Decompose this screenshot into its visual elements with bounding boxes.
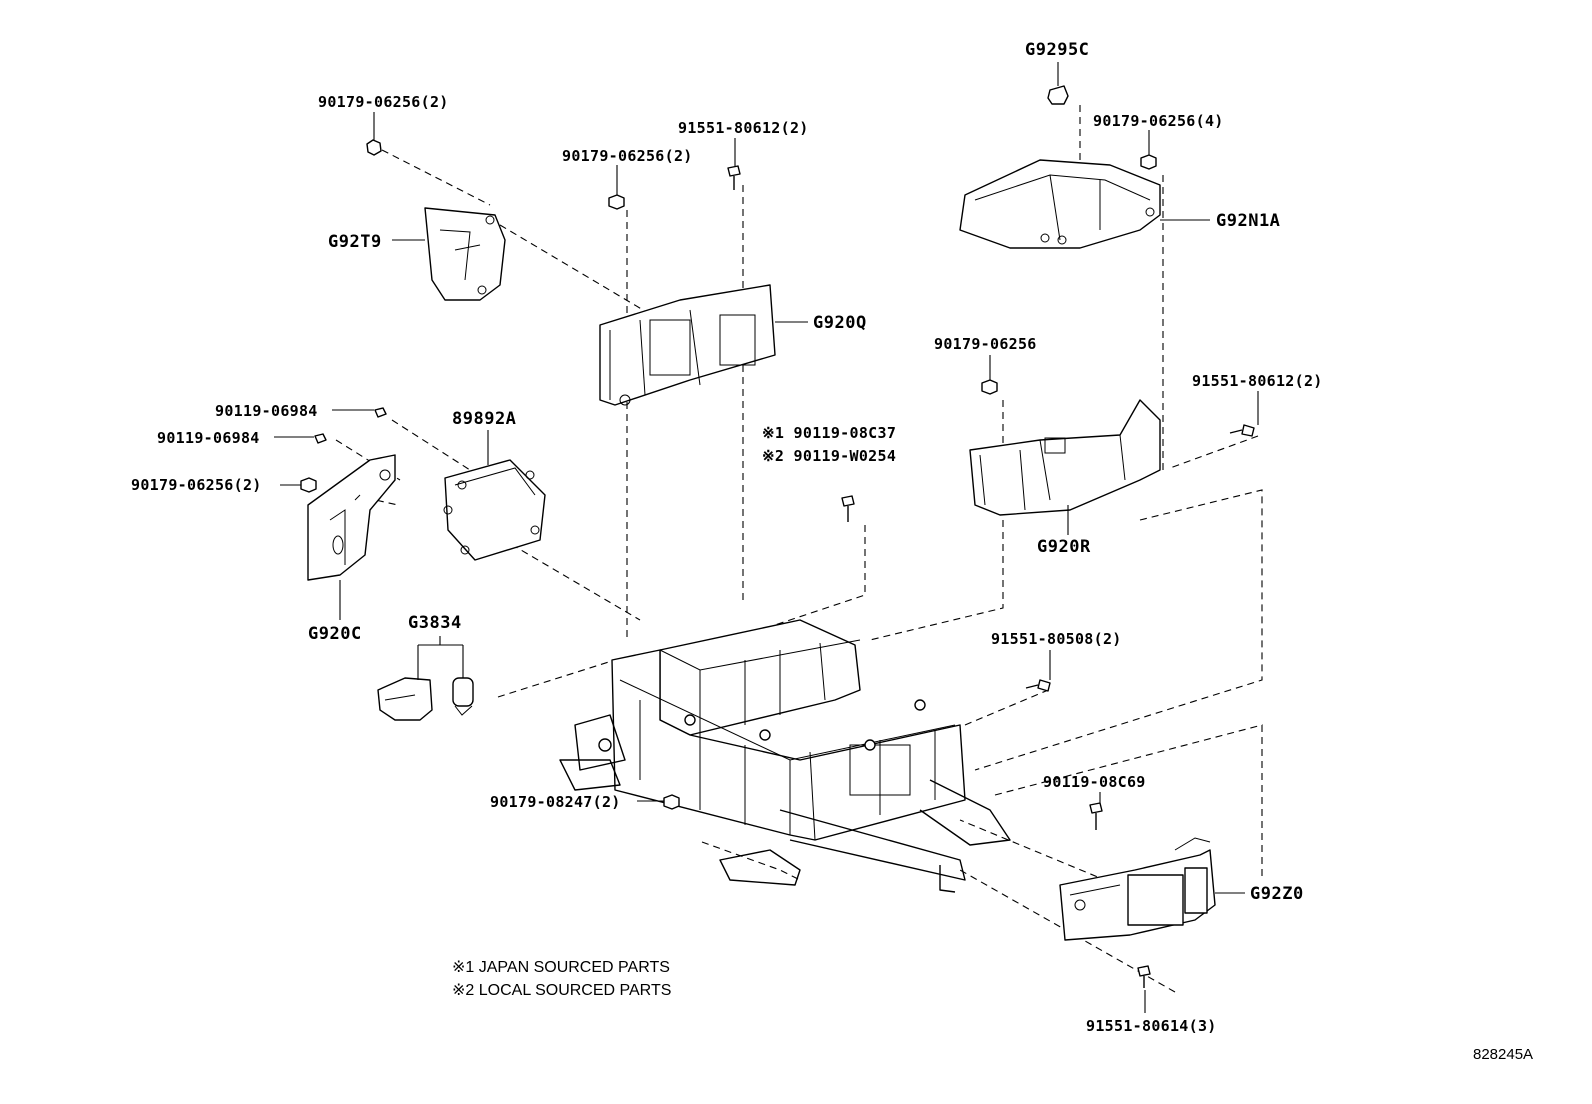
callout-90119-08c69: 90119-08C69 bbox=[1043, 773, 1146, 791]
callout-90119-06984-b: 90119-06984 bbox=[157, 429, 260, 447]
callout-labels: G9295C 90179-06256(4) G92N1A 90179-06256… bbox=[131, 40, 1323, 1035]
leader-lines bbox=[274, 112, 1259, 1013]
callout-91551-80612-2-right: 91551-80612(2) bbox=[1192, 372, 1323, 390]
callout-90179-06256: 90179-06256 bbox=[934, 335, 1037, 353]
part-89892a bbox=[443, 459, 546, 561]
bolt-icon bbox=[1089, 802, 1103, 830]
callout-90179-06256-2-top: 90179-06256(2) bbox=[318, 93, 449, 111]
part-g92t9 bbox=[424, 207, 506, 301]
callout-91551-80508-2: 91551-80508(2) bbox=[991, 630, 1122, 648]
callout-g920q: G920Q bbox=[813, 313, 867, 333]
callout-g3834: G3834 bbox=[408, 613, 462, 633]
callout-91551-80612-2-top: 91551-80612(2) bbox=[678, 119, 809, 137]
callout-alt-japan: ※1 90119-08C37 bbox=[762, 424, 896, 442]
callout-90179-06256-2-left: 90179-06256(2) bbox=[131, 476, 262, 494]
bolt-icon bbox=[841, 495, 855, 522]
callout-g920c: G920C bbox=[308, 624, 362, 644]
callout-g92z0: G92Z0 bbox=[1250, 884, 1304, 904]
callout-g92n1a: G92N1A bbox=[1216, 211, 1280, 231]
part-g9295c bbox=[1047, 62, 1069, 105]
callout-90179-06256-4: 90179-06256(4) bbox=[1093, 112, 1224, 130]
part-g92n1a bbox=[959, 159, 1161, 249]
callout-alt-local: ※2 90119-W0254 bbox=[762, 447, 896, 465]
nut-icon bbox=[663, 794, 680, 810]
callout-g9295c: G9295C bbox=[1025, 40, 1089, 60]
nut-icon bbox=[1140, 154, 1157, 170]
callout-91551-80614-3: 91551-80614(3) bbox=[1086, 1017, 1217, 1035]
inverter-assembly bbox=[559, 619, 1011, 893]
bolt-icon bbox=[314, 433, 327, 444]
callout-90119-06984-a: 90119-06984 bbox=[215, 402, 318, 420]
bolt-icon bbox=[374, 407, 387, 418]
part-g920r bbox=[969, 399, 1161, 516]
nut-icon bbox=[981, 379, 998, 395]
part-g920c bbox=[307, 454, 396, 581]
part-g920q bbox=[599, 284, 776, 406]
footnote-japan: ※1 JAPAN SOURCED PARTS bbox=[452, 959, 670, 976]
nut-icon bbox=[366, 139, 382, 156]
bolt-icon bbox=[1025, 679, 1051, 692]
bolt-icon bbox=[727, 165, 741, 190]
bolt-icon bbox=[1137, 965, 1151, 988]
callout-90179-06256-2-mid: 90179-06256(2) bbox=[562, 147, 693, 165]
nut-icon bbox=[300, 477, 317, 493]
part-g92z0 bbox=[1059, 837, 1216, 941]
callout-g92t9: G92T9 bbox=[328, 232, 382, 252]
diagram-id: 828245A bbox=[1473, 1046, 1533, 1063]
callout-90179-08247-2: 90179-08247(2) bbox=[490, 793, 621, 811]
footnotes: ※1 JAPAN SOURCED PARTS ※2 LOCAL SOURCED … bbox=[452, 959, 671, 999]
part-g3834 bbox=[377, 677, 474, 721]
bolt-icon bbox=[1229, 424, 1255, 437]
footnote-local: ※2 LOCAL SOURCED PARTS bbox=[452, 982, 671, 999]
callout-g920r: G920R bbox=[1037, 537, 1091, 557]
nut-icon bbox=[608, 194, 625, 210]
callout-89892a: 89892A bbox=[452, 409, 516, 429]
